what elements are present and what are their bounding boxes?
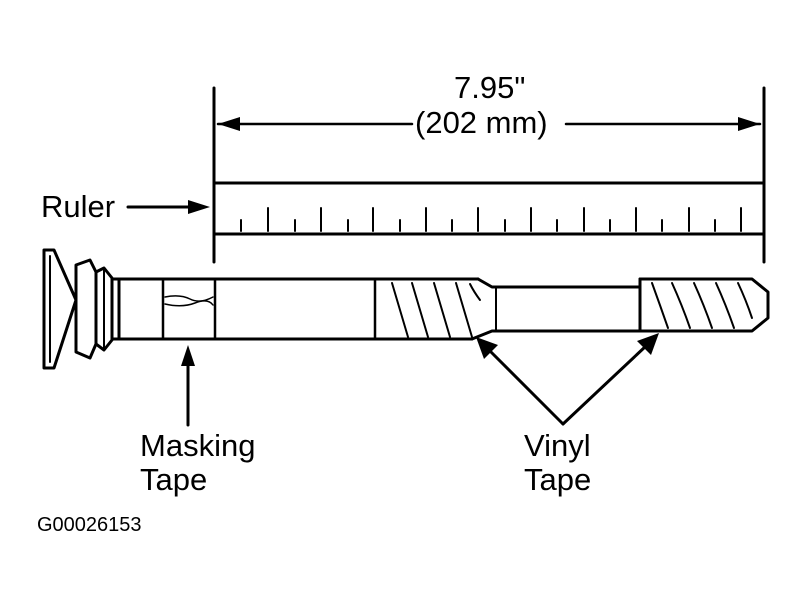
ruler-ticks: [240, 207, 742, 232]
vinyl-tape-label-line1: Vinyl: [524, 428, 591, 463]
dimension-mm-label: (202 mm): [415, 105, 548, 140]
vinyl-tape-wrap-1: [373, 277, 481, 341]
ruler-label: Ruler: [41, 189, 116, 224]
dimension-arrow: [216, 117, 762, 131]
masking-tape-label-line1: Masking: [140, 428, 256, 463]
ruler-pointer-arrow: [126, 200, 210, 214]
vinyl-tape-arrows: [476, 333, 659, 426]
tool-shaft: [110, 277, 770, 341]
masking-tape-arrow: [181, 345, 195, 427]
figure-id-label: G00026153: [37, 514, 142, 536]
masking-tape-band: [161, 277, 217, 341]
dimension-inches-label: 7.95": [454, 70, 526, 105]
vinyl-tape-wrap-2: [651, 282, 753, 329]
ruler: [212, 181, 766, 236]
tool-head: [42, 248, 114, 370]
masking-tape-label-line2: Tape: [140, 462, 208, 497]
vinyl-tape-label-line2: Tape: [524, 462, 592, 497]
